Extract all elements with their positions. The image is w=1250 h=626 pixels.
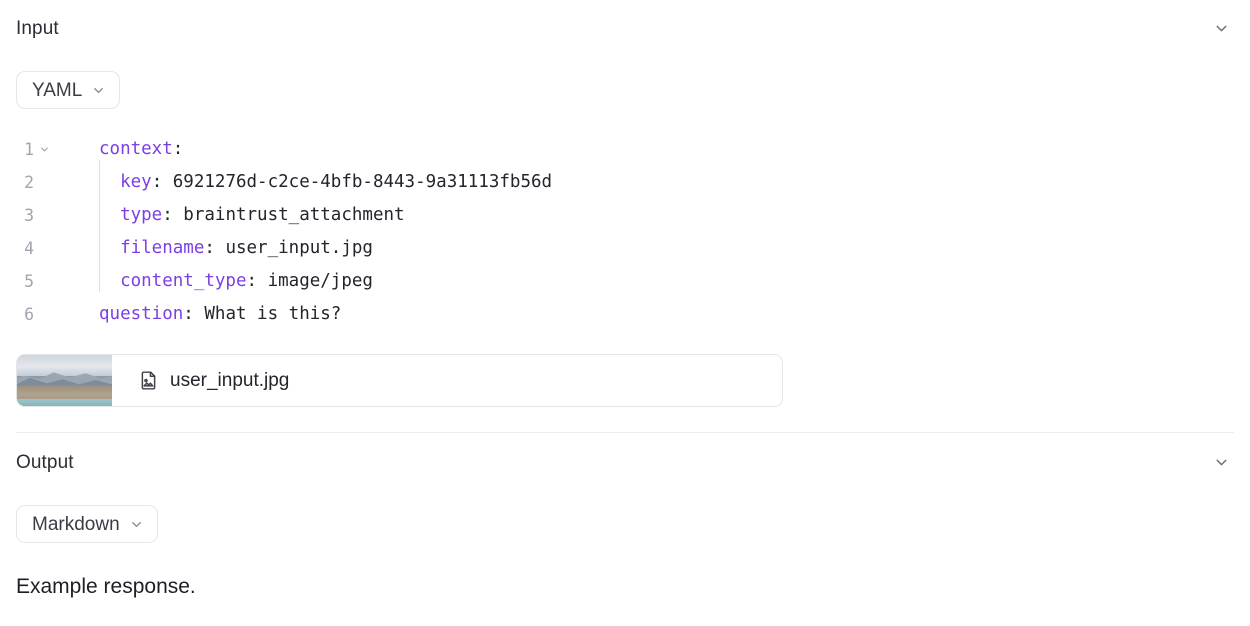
- output-body-text: Example response.: [16, 575, 196, 598]
- thumbnail-water: [17, 398, 112, 406]
- input-format-chevron-down-icon: [91, 83, 106, 98]
- section-divider: [16, 432, 1234, 433]
- code-line-text: key: 6921276d-c2ce-4bfb-8443-9a31113fb56…: [120, 172, 553, 192]
- code-fold-chevron-down-icon[interactable]: [38, 144, 50, 155]
- input-collapse-chevron-down-icon[interactable]: [1208, 15, 1234, 41]
- attachment-body: user_input.jpg: [112, 355, 782, 406]
- code-line-text: content_type: image/jpeg: [120, 271, 373, 291]
- input-attachment-row: user_input.jpg: [0, 354, 799, 407]
- output-format-label: Markdown: [32, 513, 120, 535]
- output-format-select[interactable]: Markdown: [16, 505, 158, 543]
- input-format-select[interactable]: YAML: [16, 71, 121, 109]
- code-line: 2 key: 6921276d-c2ce-4bfb-8443-9a31113fb…: [0, 166, 1250, 199]
- input-code-block[interactable]: 1 context: 2 key: 6921276d-c2ce-4bfb-8443-…: [0, 133, 1250, 331]
- code-line: 6 question: What is this?: [0, 298, 1250, 331]
- input-section-header: Input: [0, 13, 1250, 43]
- attachment-filename: user_input.jpg: [170, 370, 290, 391]
- file-image-icon: [138, 370, 159, 391]
- output-collapse-chevron-down-icon[interactable]: [1208, 449, 1234, 475]
- code-line-text: question: What is this?: [99, 304, 342, 324]
- output-section-title: Output: [16, 451, 74, 473]
- code-line-text: type: braintrust_attachment: [120, 205, 405, 225]
- input-format-label: YAML: [32, 79, 83, 101]
- code-line-number: 5: [24, 272, 34, 291]
- code-line-text: context:: [99, 139, 184, 159]
- code-line-number: 6: [24, 305, 34, 324]
- thumbnail-sky: [17, 355, 112, 377]
- code-line: 1 context:: [0, 133, 1250, 166]
- output-format-chevron-down-icon: [129, 517, 144, 532]
- input-section-title: Input: [16, 17, 59, 39]
- code-line-number: 3: [24, 206, 34, 225]
- code-line: 5 content_type: image/jpeg: [0, 265, 1250, 298]
- code-indent-guide: [99, 160, 100, 292]
- attachment-chip[interactable]: user_input.jpg: [16, 354, 783, 407]
- attachment-thumbnail[interactable]: [17, 355, 112, 406]
- code-line-number: 2: [24, 173, 34, 192]
- code-line: 3 type: braintrust_attachment: [0, 199, 1250, 232]
- code-line-text: filename: user_input.jpg: [120, 238, 373, 258]
- code-line-number: 4: [24, 239, 34, 258]
- thumbnail-foreground-land: [17, 384, 112, 400]
- code-line-number: 1: [0, 133, 54, 166]
- code-line: 4 filename: user_input.jpg: [0, 232, 1250, 265]
- output-section-header: Output: [0, 447, 1250, 477]
